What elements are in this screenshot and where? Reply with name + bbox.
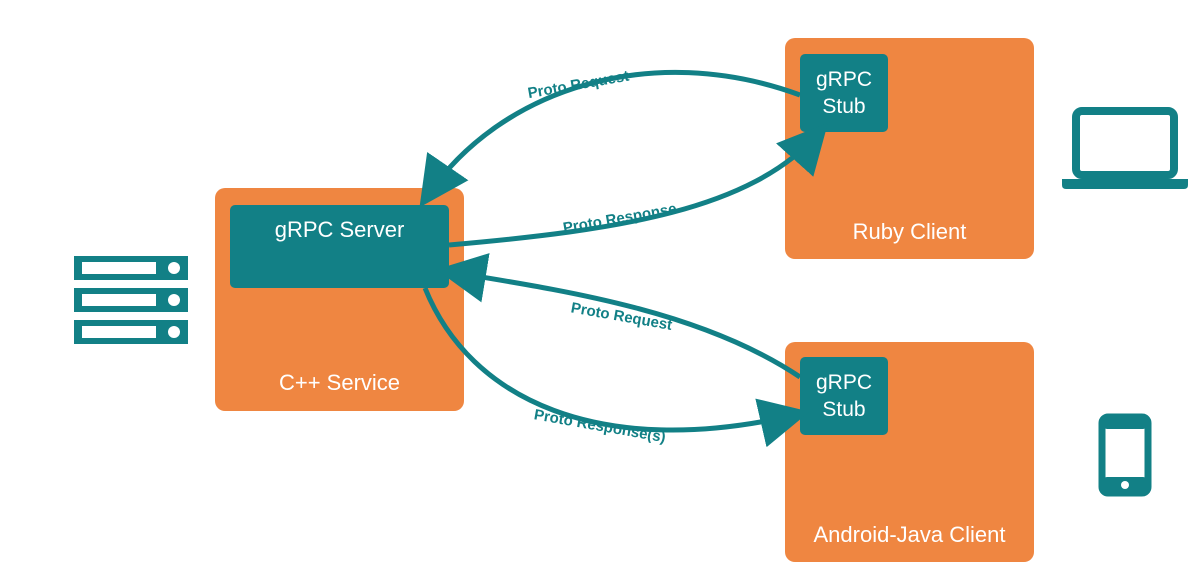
ruby-stub-line1: gRPC: [815, 68, 873, 91]
android-response-arrow: [422, 287, 810, 448]
ruby-response-label: Proto Response: [562, 200, 678, 237]
ruby-request-label: Proto Request: [526, 68, 630, 103]
android-client-label: Android-Java Client: [813, 522, 1006, 547]
ruby-grpc-stub: gRPC Stub: [800, 54, 888, 132]
laptop-icon: [1062, 107, 1188, 189]
android-stub-line2: Stub: [822, 398, 866, 421]
grpc-server-box: gRPC Server: [230, 205, 449, 288]
cpp-service-label: C++ Service: [278, 370, 401, 395]
phone-icon: [1098, 413, 1152, 497]
android-response-label: Proto Response(s): [533, 406, 667, 446]
android-stub-line1: gRPC: [815, 371, 873, 394]
grpc-server-label: gRPC Server: [274, 217, 405, 242]
ruby-request-arrow: [419, 69, 801, 208]
android-grpc-stub: gRPC Stub: [800, 357, 888, 435]
server-icon: [74, 256, 188, 344]
android-request-arrow: [436, 253, 802, 380]
ruby-client-label: Ruby Client: [852, 219, 967, 244]
ruby-response-arrow: [448, 122, 829, 248]
ruby-stub-line2: Stub: [822, 95, 866, 118]
